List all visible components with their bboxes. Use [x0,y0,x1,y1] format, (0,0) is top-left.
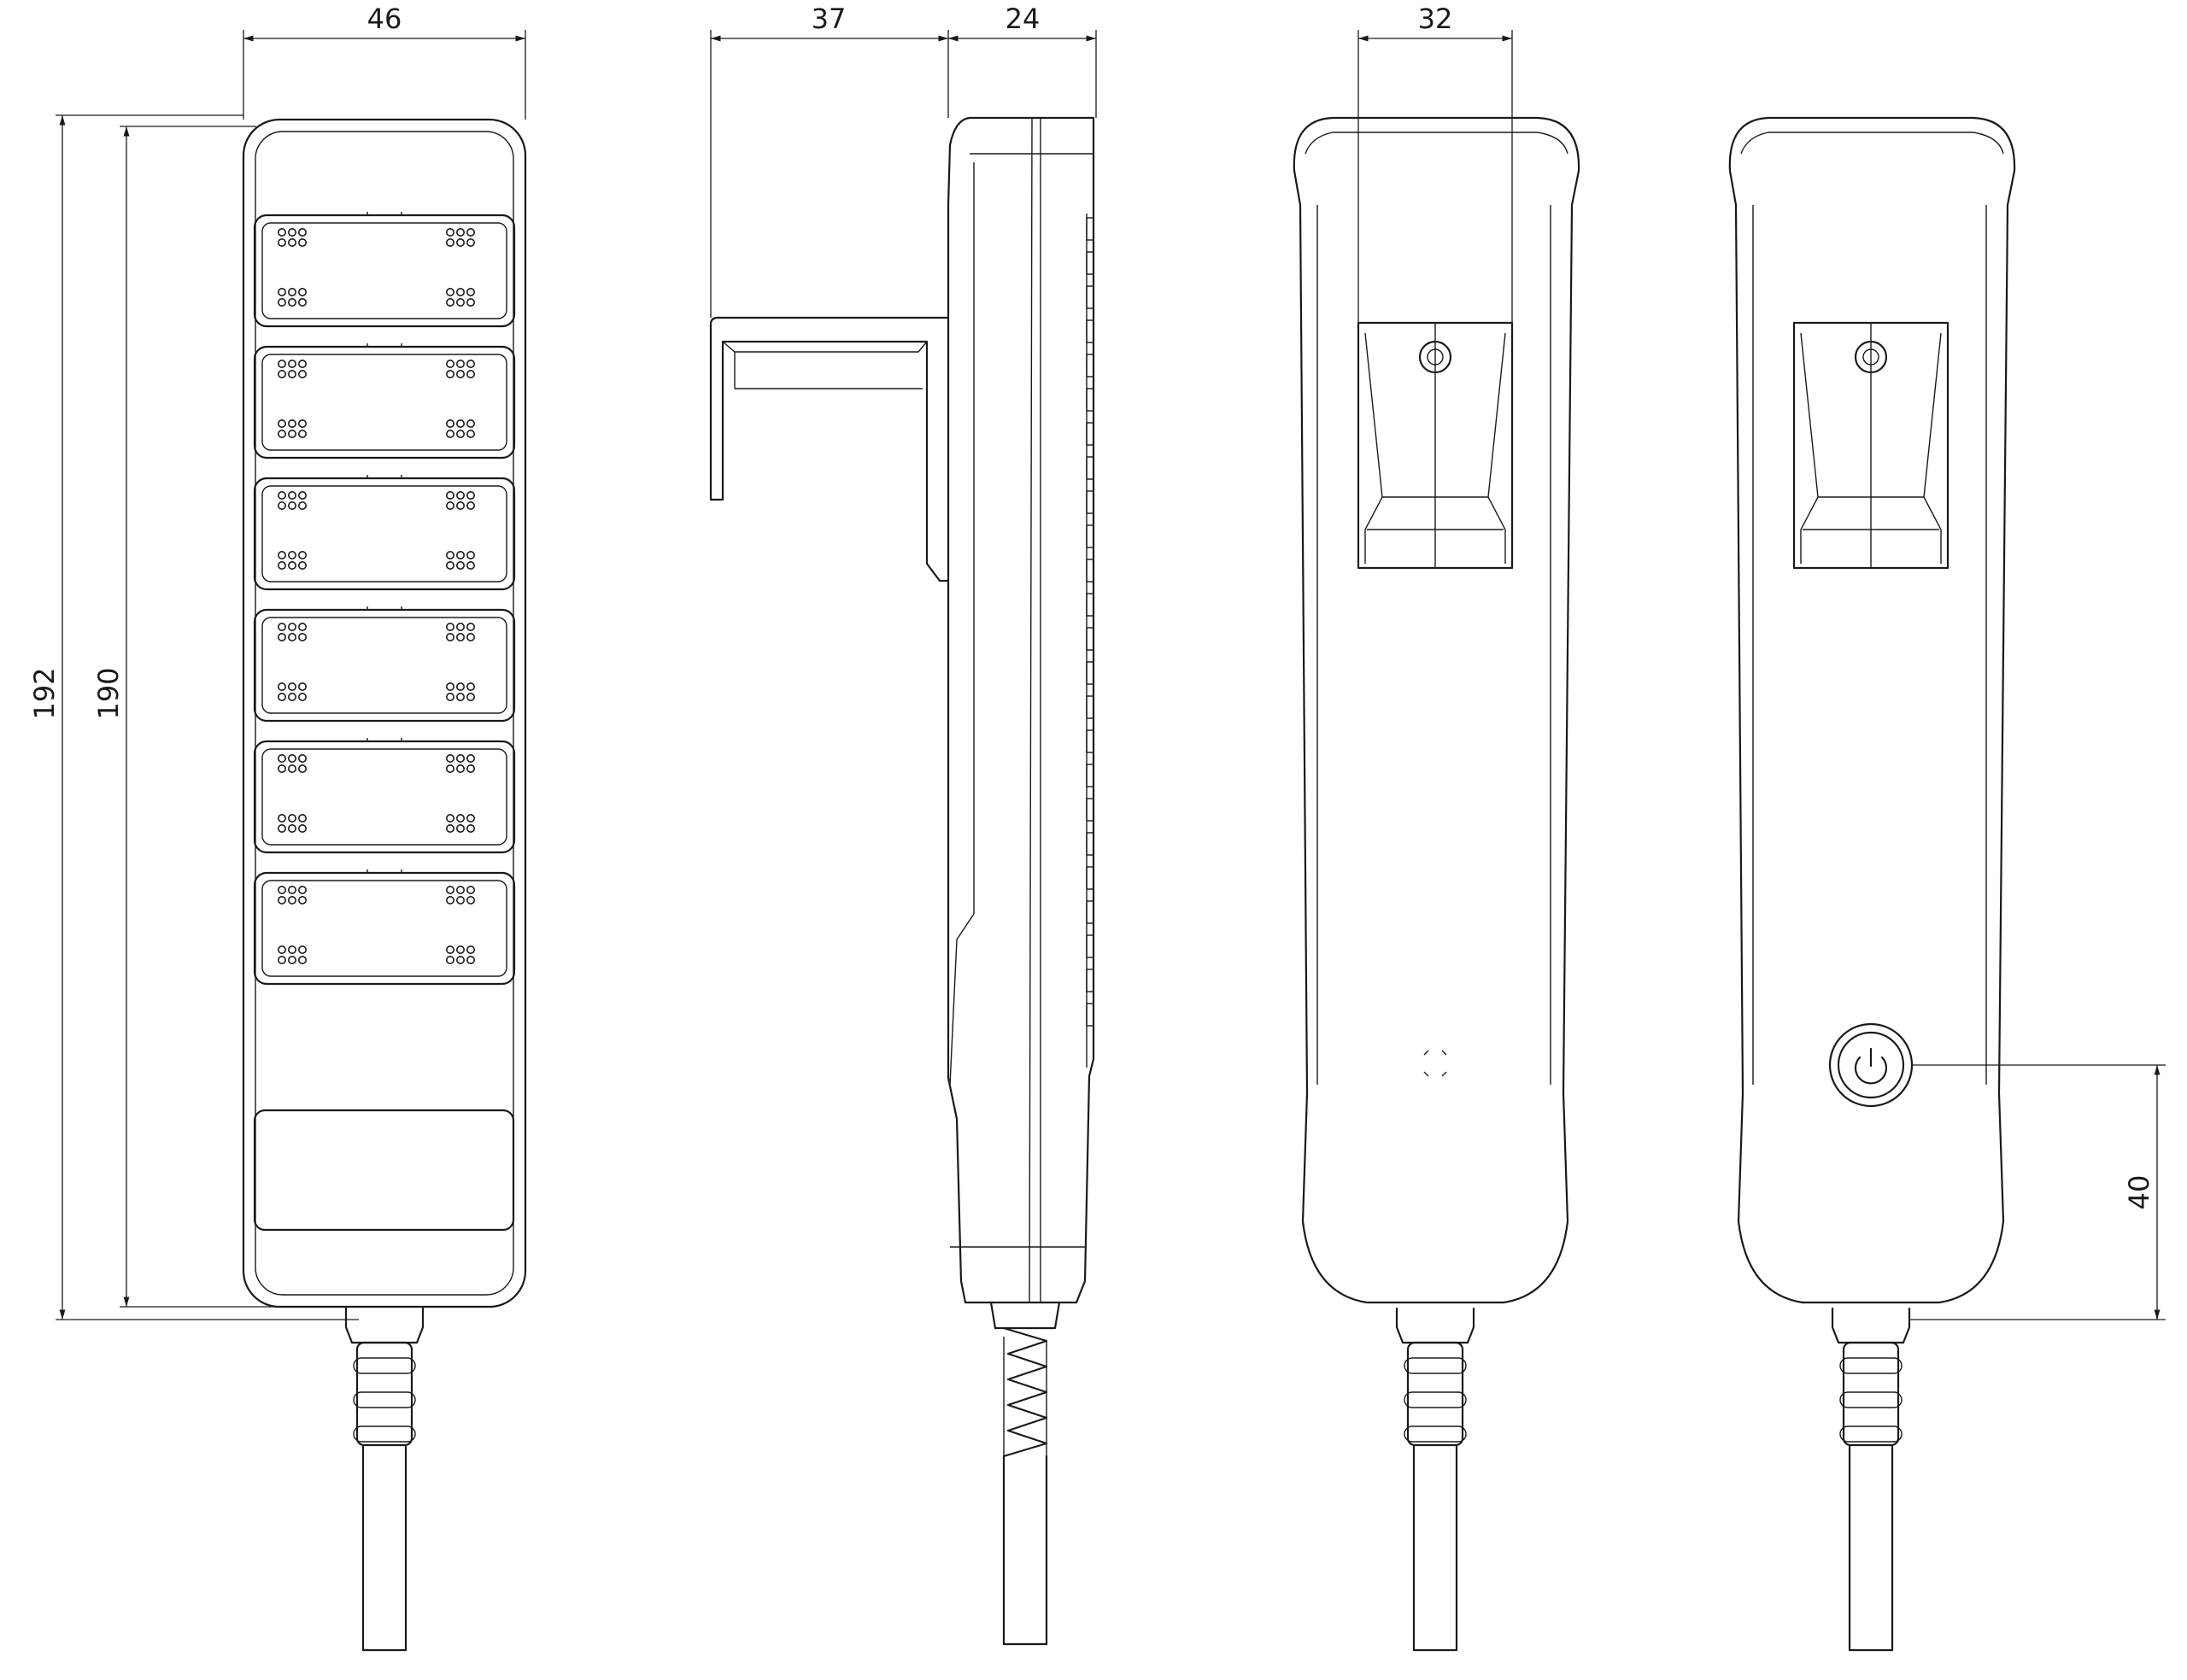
front-button-6[interactable] [253,869,516,986]
side-clip [709,316,950,582]
side-ridge [1086,900,1094,924]
front-cable [344,1307,425,1652]
power-button[interactable] [1828,1022,1914,1108]
side-ridge [1086,490,1094,514]
dim-body-height: 190 [92,667,125,719]
belt-clip-2 [1792,321,1950,570]
side-view [709,116,1095,1646]
side-ridge [1086,832,1094,856]
front-button-1[interactable] [253,212,516,328]
dim-overall-height: 192 [28,667,61,719]
front-view [242,118,527,1652]
side-ridge [1086,866,1094,890]
side-ridge [1086,524,1094,548]
side-ridge [1086,729,1094,753]
side-ridge [1086,593,1094,617]
belt-clip [1357,321,1514,570]
side-button-ridges [1086,217,1094,1027]
side-ridge [1086,354,1094,378]
marker-corners [1423,1050,1447,1077]
side-cable [989,1301,1061,1646]
side-ridge [1086,661,1094,685]
side-ridge [1086,627,1094,651]
side-ridge [1086,695,1094,719]
side-ridge [1086,934,1094,958]
front-button-5[interactable] [253,738,516,854]
back-cable-1 [1395,1307,1475,1652]
dim-body-depth: 24 [1006,3,1041,35]
side-ridge [1086,969,1094,992]
front-button-3[interactable] [253,475,516,591]
side-ridge [1086,388,1094,412]
side-housing [947,116,1095,1304]
front-button-stack [253,212,516,986]
side-ridge [1086,764,1094,787]
side-ridge [1086,559,1094,582]
side-ridge [1086,251,1094,275]
side-ridge [1086,1003,1094,1027]
side-ridge [1086,285,1094,309]
front-housing [242,118,527,1308]
front-button-4[interactable] [253,606,516,723]
side-ridge [1086,217,1094,241]
side-ridge [1086,422,1094,446]
side-ridge [1086,456,1094,480]
back-cable-2 [1831,1307,1911,1652]
side-ridge [1086,319,1094,343]
dim-clip-width: 32 [1418,3,1453,35]
power-icon [1854,1047,1888,1085]
dim-clip-depth: 37 [812,3,847,35]
back-housing [1293,116,1580,1304]
back-housing-2 [1728,116,2016,1304]
dim-front-width: 46 [367,3,402,35]
back-view-clip [1293,116,1580,1652]
back-view-power [1728,116,2016,1652]
dimension-lines: 46 37 24 32 192 190 40 [28,3,2166,1320]
front-button-2[interactable] [253,343,516,460]
dim-button-offset: 40 [2123,1175,2155,1210]
side-ridge [1086,798,1094,822]
label-window [253,1109,515,1232]
